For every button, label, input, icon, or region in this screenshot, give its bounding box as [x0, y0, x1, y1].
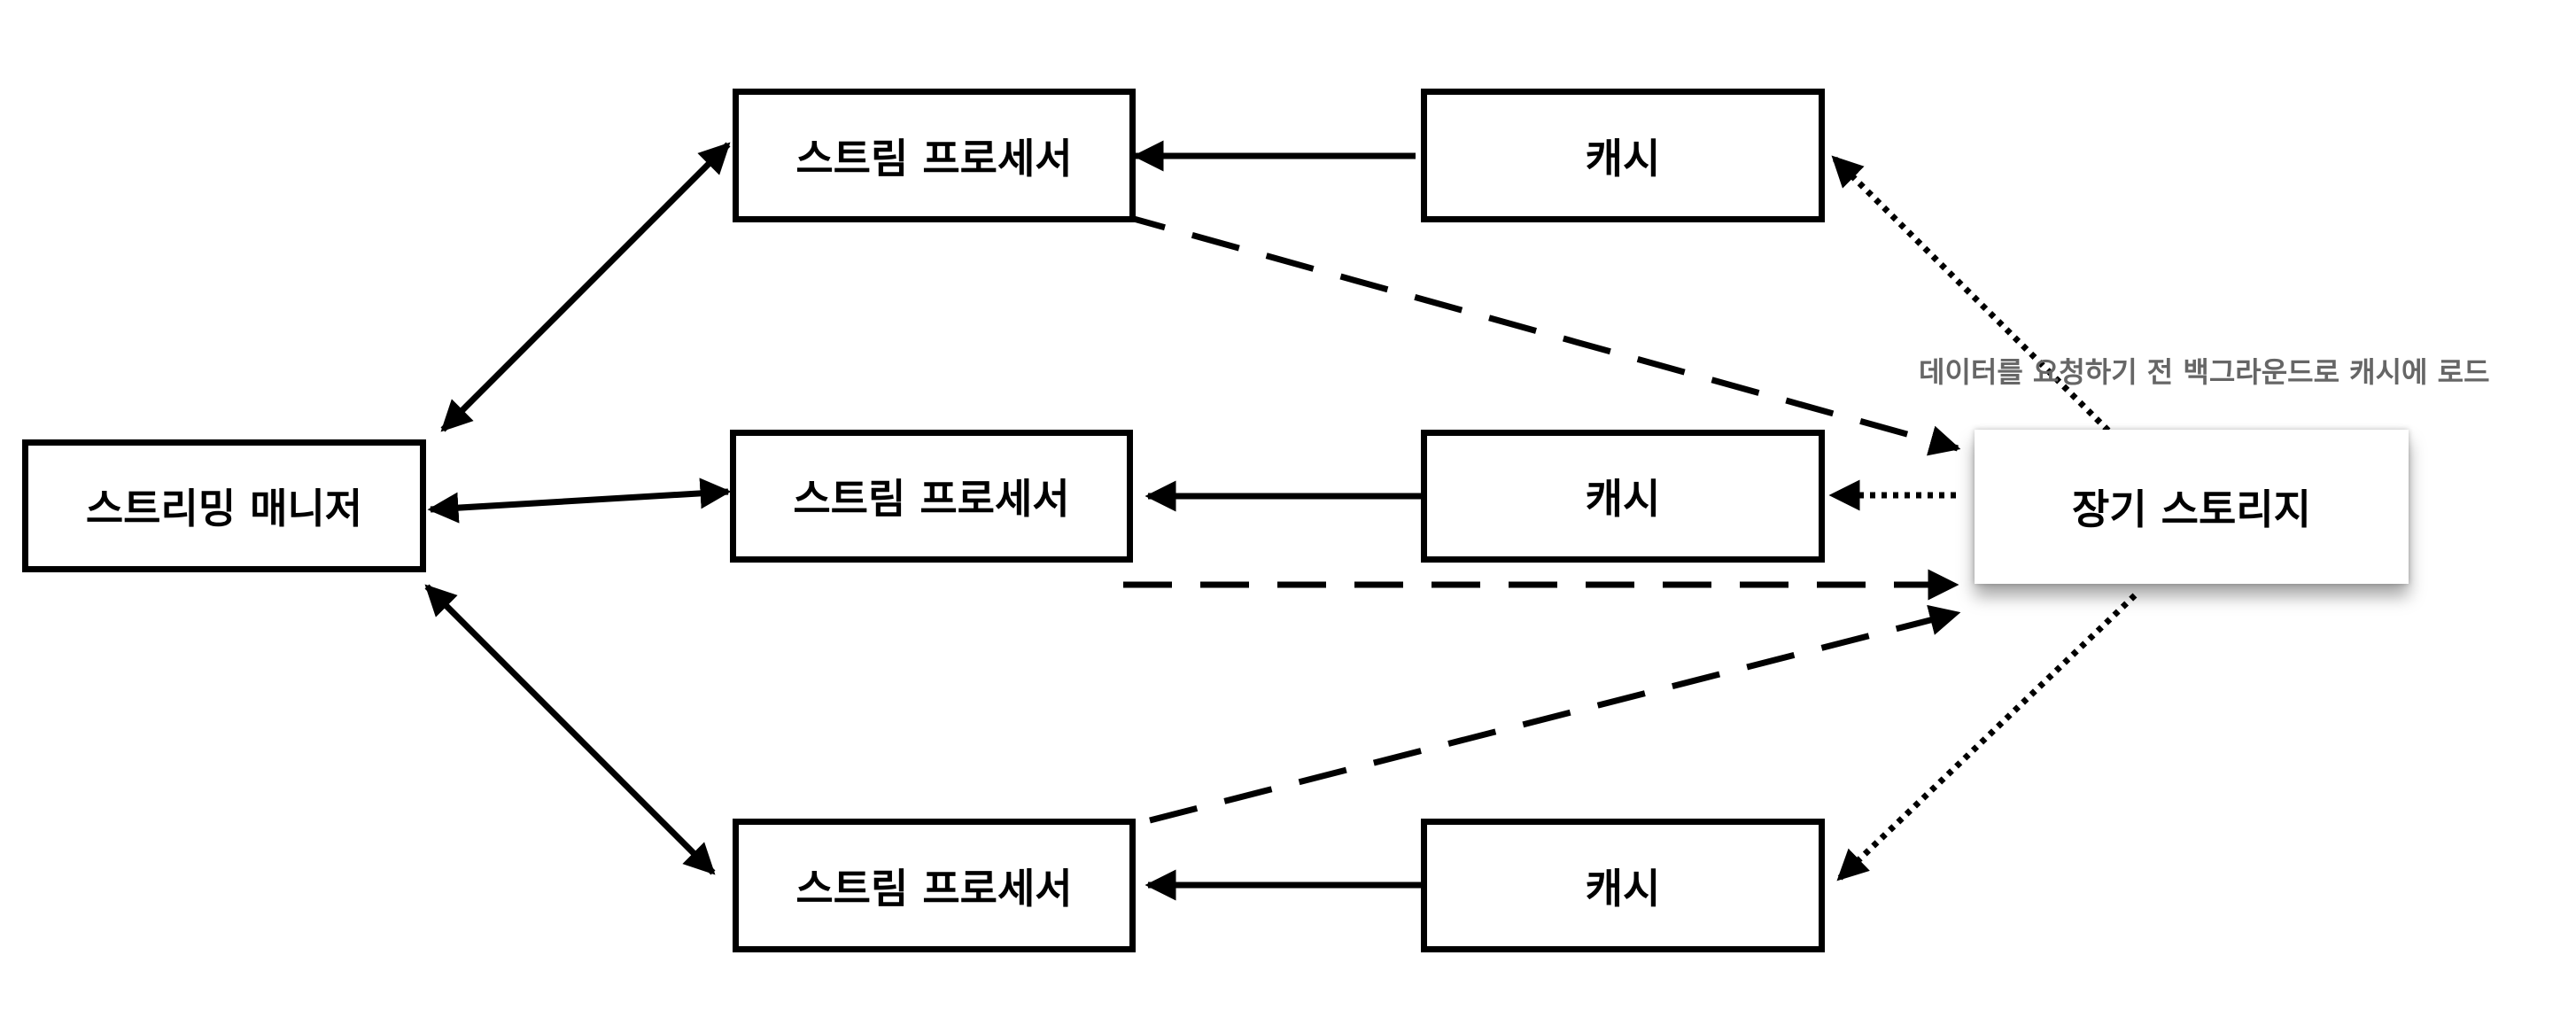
cache-label: 캐시 [1585, 475, 1661, 523]
preload-annotation: 데이터를 요청하기 전 백그라운드로 캐시에 로드 [1919, 350, 2490, 391]
cache-node-1: 캐시 [1421, 89, 1825, 222]
cache-node-3: 캐시 [1421, 819, 1825, 952]
long-term-storage-label: 장기 스토리지 [2072, 485, 2311, 533]
edge-processor-1-to-storage [1117, 211, 1961, 456]
cache-node-2: 캐시 [1421, 430, 1825, 563]
stream-processor-label: 스트림 프로세서 [795, 864, 1073, 913]
stream-processor-node-2: 스트림 프로세서 [730, 430, 1133, 563]
streaming-manager-label: 스트리밍 매니저 [85, 485, 363, 532]
preload-annotation-text: 데이터를 요청하기 전 백그라운드로 캐시에 로드 [1919, 355, 2490, 389]
stream-processor-label: 스트림 프로세서 [793, 475, 1070, 523]
edge-manager-processor-1 [440, 142, 731, 432]
edge-manager-processor-3 [424, 584, 716, 875]
stream-processor-node-3: 스트림 프로세서 [733, 819, 1136, 952]
edge-storage-to-cache-1 [1831, 155, 2111, 433]
cache-label: 캐시 [1585, 134, 1661, 183]
stream-processor-label: 스트림 프로세서 [795, 134, 1073, 183]
edge-manager-processor-2 [427, 478, 732, 524]
stream-processor-node-1: 스트림 프로세서 [733, 89, 1136, 222]
long-term-storage-node: 장기 스토리지 [1975, 430, 2409, 584]
cache-label: 캐시 [1585, 864, 1661, 913]
edge-storage-to-cache-3 [1836, 593, 2138, 882]
edge-processor-3-to-storage [1149, 604, 1961, 824]
streaming-manager-node: 스트리밍 매니저 [22, 439, 426, 572]
